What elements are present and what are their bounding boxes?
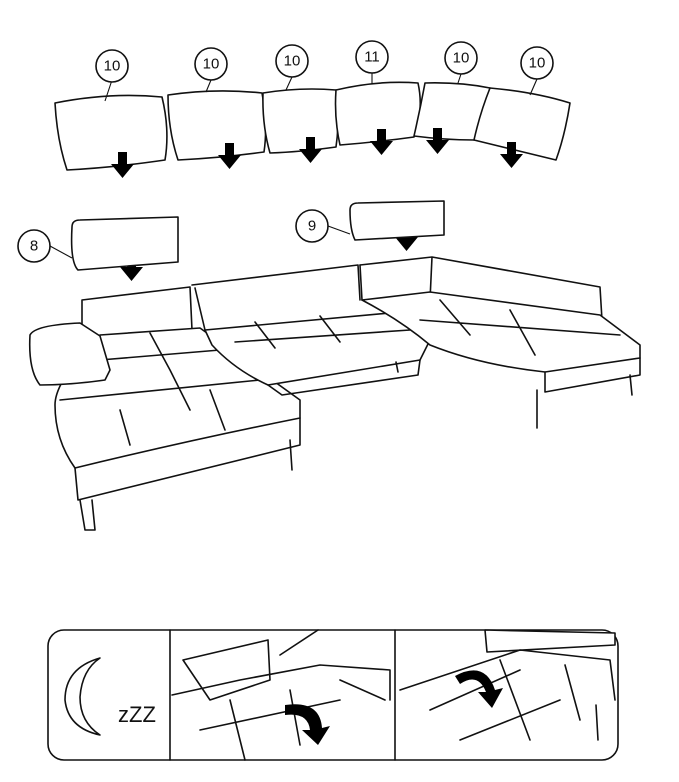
headrest-9 [349, 200, 445, 241]
headrest-8 [70, 216, 179, 271]
down-arrow-icon [395, 225, 418, 251]
down-arrow-icon [120, 255, 143, 281]
label-text: 10 [284, 53, 301, 70]
down-arrow-icon [111, 152, 134, 178]
moon-icon [64, 657, 101, 736]
label-cushion-1: 10 [95, 49, 129, 102]
down-arrow-icon [299, 137, 322, 163]
down-arrow-icon [500, 142, 523, 168]
part-labels: 10 10 10 11 10 10 8 9 [17, 40, 554, 263]
back-cushion-3 [262, 88, 339, 154]
corner-sofa [28, 256, 641, 531]
label-headrest-8: 8 [17, 229, 73, 263]
label-text: 10 [104, 58, 121, 75]
rotate-arrow-icon [455, 670, 503, 708]
label-text: 10 [203, 56, 220, 73]
back-cushions [54, 81, 571, 171]
label-text: 9 [308, 218, 316, 235]
label-text: 10 [529, 55, 546, 72]
down-arrows [111, 128, 523, 281]
rotate-arrow-icon [285, 704, 330, 745]
label-cushion-6: 10 [520, 46, 554, 96]
back-cushion-4 [334, 81, 422, 146]
label-cushion-2: 10 [194, 47, 228, 93]
down-arrow-icon [370, 129, 393, 155]
label-text: 11 [364, 49, 380, 66]
label-cushion-5: 10 [444, 41, 478, 84]
down-arrow-icon [426, 128, 449, 154]
sleep-mode-text: zZZ [118, 702, 156, 727]
label-cushion-3: 10 [275, 44, 309, 91]
armrest [28, 322, 111, 386]
back-cushion-6 [473, 87, 571, 161]
label-cushion-4: 11 [355, 40, 389, 84]
sleep-function-panel: zZZ [47, 629, 619, 761]
down-arrow-icon [218, 143, 241, 169]
back-cushion-1 [54, 94, 168, 171]
label-headrest-9: 9 [295, 209, 351, 243]
label-text: 10 [453, 50, 470, 67]
back-cushion-2 [167, 90, 267, 161]
label-text: 8 [30, 238, 38, 255]
